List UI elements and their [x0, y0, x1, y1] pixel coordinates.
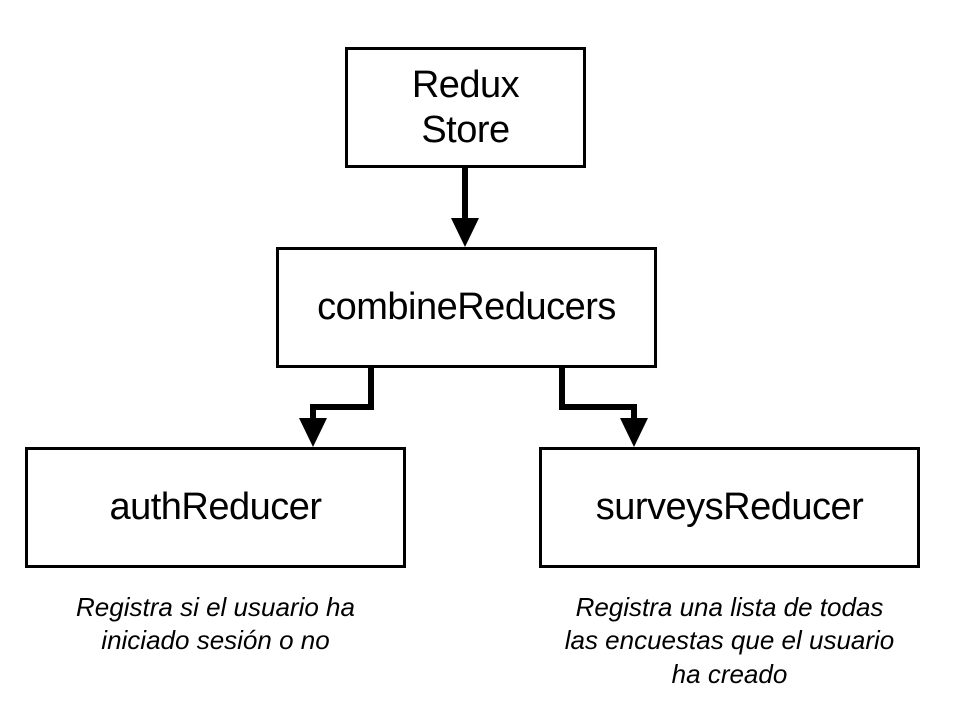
note-line: iniciado sesión o no — [101, 625, 330, 656]
node-surveys-reducer: surveysReducer — [539, 447, 920, 568]
arrowhead-icon — [620, 418, 648, 447]
node-label: surveysReducer — [595, 486, 864, 529]
edge-line — [310, 368, 374, 422]
node-label: authReducer — [109, 486, 322, 529]
node-label: combineReducers — [317, 286, 616, 329]
arrowhead-icon — [451, 218, 479, 247]
note-line: Registra una lista de todas — [575, 592, 884, 622]
note-surveys-reducer: Registra una lista de todas las encuesta… — [504, 591, 955, 691]
arrowhead-icon — [299, 418, 327, 447]
edge-combine-to-surveys — [559, 368, 648, 447]
node-auth-reducer: authReducer — [25, 447, 406, 568]
node-label-line: Redux — [411, 63, 520, 106]
note-line: Registra si el usuario ha — [76, 592, 355, 622]
node-label-line: Store — [421, 108, 510, 151]
node-combine-reducers: combineReducers — [276, 247, 657, 368]
note-auth-reducer: Registra si el usuario ha iniciado sesió… — [25, 591, 406, 658]
edge-store-to-combine — [451, 168, 479, 247]
note-line: ha creado — [671, 658, 788, 689]
note-line: las encuestas que el usuario — [564, 625, 895, 656]
edge-combine-to-auth — [299, 368, 374, 447]
edge-line — [559, 368, 637, 422]
node-redux-store: Redux Store — [345, 47, 586, 168]
